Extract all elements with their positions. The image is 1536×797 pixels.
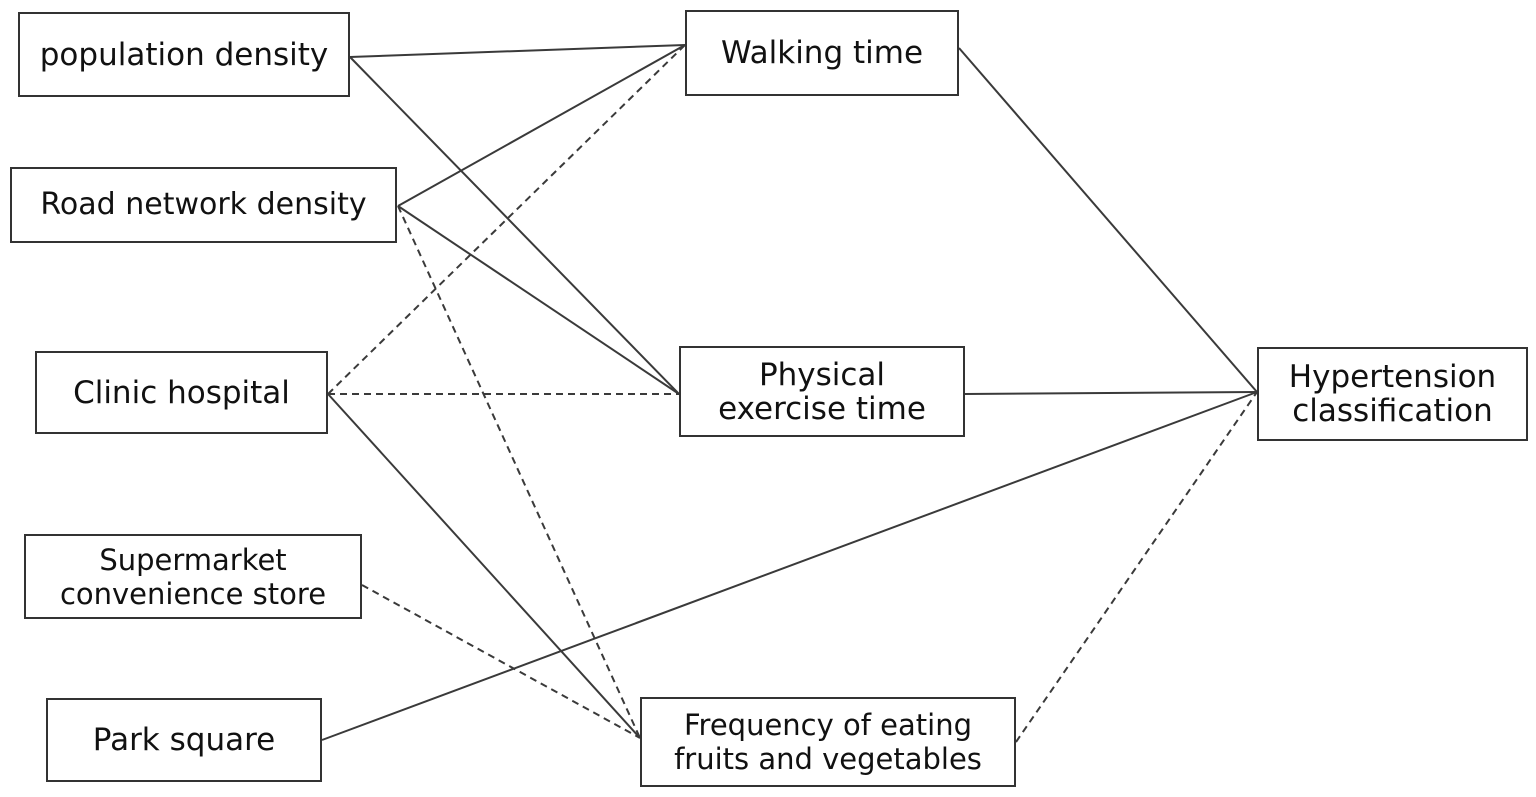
edge-clinic-hospital-to-fruit-veg-frequency xyxy=(327,393,641,739)
edge-fruit-veg-frequency-to-hypertension xyxy=(1015,391,1258,743)
node-park-square: Park square xyxy=(46,698,322,782)
node-clinic-hospital: Clinic hospital xyxy=(35,351,328,434)
edge-road-network-density-to-fruit-veg-frequency xyxy=(397,205,641,739)
node-fruit-veg-frequency: Frequency of eating fruits and vegetable… xyxy=(640,697,1016,787)
node-label: Physical xyxy=(758,356,886,393)
edge-population-density-to-physical-exercise-time xyxy=(349,56,680,395)
node-label: fruits and vegetables xyxy=(674,742,982,776)
edge-road-network-density-to-walking-time xyxy=(397,44,686,207)
node-walking-time: Walking time xyxy=(685,10,959,96)
node-label: Park square xyxy=(92,722,276,758)
node-supermarket: Supermarket convenience store xyxy=(24,534,362,619)
edge-park-square-to-hypertension xyxy=(321,391,1258,741)
node-label: Walking time xyxy=(720,35,924,71)
node-label: population density xyxy=(39,36,329,73)
node-physical-exercise-time: Physical exercise time xyxy=(679,346,965,437)
node-label: classification xyxy=(1292,393,1493,429)
node-label: exercise time xyxy=(718,390,926,427)
node-label: Supermarket xyxy=(99,542,287,577)
edge-supermarket-to-fruit-veg-frequency xyxy=(361,584,641,739)
node-hypertension: Hypertension classification xyxy=(1257,347,1528,441)
node-label: Hypertension xyxy=(1288,359,1497,395)
edge-walking-time-to-hypertension xyxy=(958,47,1258,393)
node-road-network-density: Road network density xyxy=(10,167,397,243)
edge-population-density-to-walking-time xyxy=(349,44,686,58)
edge-road-network-density-to-physical-exercise-time xyxy=(397,205,680,395)
node-label: Clinic hospital xyxy=(73,374,290,411)
node-population-density: population density xyxy=(18,12,350,97)
node-label: convenience store xyxy=(59,576,327,611)
node-label: Frequency of eating xyxy=(683,708,973,742)
edge-physical-exercise-time-to-hypertension xyxy=(964,391,1258,395)
node-label: Road network density xyxy=(40,187,367,222)
